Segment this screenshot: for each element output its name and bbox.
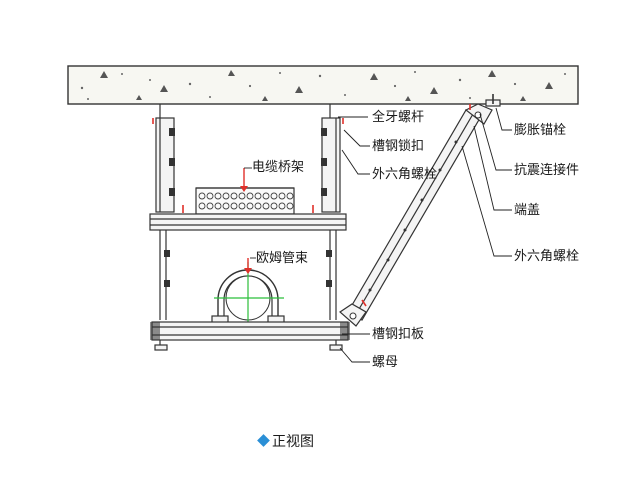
ohm-pipe-clamp bbox=[211, 258, 285, 330]
label-threaded-rod: 全牙螺杆 bbox=[372, 109, 424, 125]
cable-tray bbox=[195, 168, 295, 215]
lower-channel-steel bbox=[150, 321, 350, 341]
caption-text: 正视图 bbox=[272, 434, 314, 450]
right-hanger bbox=[321, 104, 343, 351]
label-end-cap: 端盖 bbox=[514, 203, 540, 218]
caption-diamond-icon bbox=[257, 434, 270, 447]
label-nut: 螺母 bbox=[372, 355, 398, 370]
caption: 正视图 bbox=[257, 434, 314, 450]
concrete-ceiling-slab bbox=[67, 65, 579, 105]
label-hex-bolt-left: 外六角螺栓 bbox=[372, 167, 437, 182]
leader-lines-left bbox=[244, 116, 370, 363]
upper-channel-steel bbox=[149, 213, 347, 231]
seismic-brace bbox=[339, 94, 501, 327]
label-channel-plate: 槽钢扣板 bbox=[372, 327, 424, 342]
label-seismic-connector: 抗震连接件 bbox=[514, 162, 579, 178]
left-hanger bbox=[154, 104, 175, 351]
label-ohm-clamp: 欧姆管束 bbox=[256, 251, 308, 266]
label-hex-bolt-right: 外六角螺栓 bbox=[514, 249, 579, 264]
leader-lines-right bbox=[461, 107, 512, 257]
label-cable-tray: 电缆桥架 bbox=[252, 159, 304, 175]
hanger-red-markers bbox=[152, 118, 344, 213]
label-expansion-anchor: 膨胀锚栓 bbox=[514, 123, 566, 138]
label-channel-lock: 槽钢锁扣 bbox=[372, 138, 424, 154]
